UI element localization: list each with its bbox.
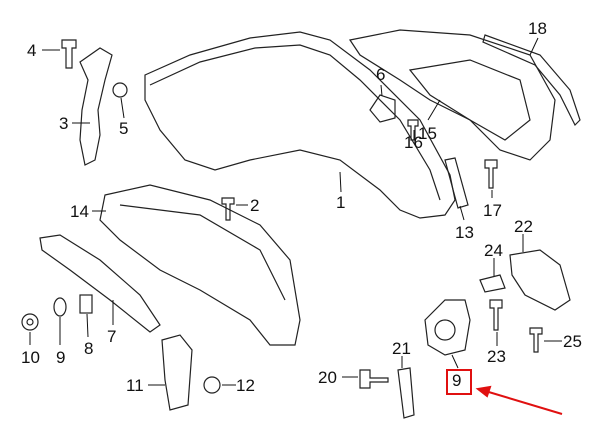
callout-14: 14 <box>70 202 89 221</box>
callout-25: 25 <box>563 332 582 351</box>
sensor-housing-opening <box>434 319 456 341</box>
callout-20: 20 <box>318 368 337 387</box>
bumper-cover-edge <box>149 44 441 201</box>
clip-24-part <box>479 274 506 293</box>
highlight-box <box>446 369 472 395</box>
callout-17: 17 <box>483 201 502 220</box>
impact-absorber-part <box>99 184 301 346</box>
nut-10-part <box>21 313 39 331</box>
callout-11: 11 <box>126 376 144 395</box>
leader-lines <box>29 37 562 386</box>
callout-24: 24 <box>484 241 503 260</box>
callout-9: 9 <box>56 348 66 367</box>
bracket-13-part <box>444 157 469 209</box>
cap-6-part <box>369 94 396 123</box>
screw-2-part <box>221 197 235 221</box>
bracket-21-part <box>397 367 415 419</box>
diffuser-part <box>349 29 556 161</box>
callout-2: 2 <box>250 196 260 215</box>
callout-8: 8 <box>84 339 94 358</box>
callout-15: 15 <box>418 124 437 143</box>
screw-23-part <box>489 299 503 331</box>
bolt-4-part <box>61 39 77 69</box>
nut-12-part <box>203 376 221 394</box>
callout-18: 18 <box>528 19 547 38</box>
callout-23: 23 <box>487 347 506 366</box>
trim-strip-part <box>482 34 581 127</box>
callout-22: 22 <box>514 217 533 236</box>
bracket-22-part <box>509 249 571 311</box>
clip-8-part <box>79 294 93 314</box>
diffuser-inner <box>408 59 531 141</box>
screw-17-part <box>484 159 498 189</box>
callout-21: 21 <box>392 339 411 358</box>
callout-16: 16 <box>404 133 423 152</box>
callout-3: 3 <box>59 114 69 133</box>
side-bracket-part <box>79 47 113 166</box>
callout-1: 1 <box>336 193 346 212</box>
bumper-cover-part <box>144 31 456 219</box>
clip-5-part <box>112 82 128 98</box>
washer-9-part <box>53 297 67 317</box>
callout-5: 5 <box>119 119 129 138</box>
callout-10: 10 <box>21 348 40 367</box>
rivet-25-part <box>529 327 543 353</box>
highlight-arrow-icon <box>475 385 563 415</box>
callout-12: 12 <box>236 376 255 395</box>
bracket-11-part <box>161 334 193 411</box>
nut-10-hole <box>26 318 34 326</box>
callout-13: 13 <box>455 223 474 242</box>
screw-16-part <box>407 119 419 141</box>
guide-strip-part <box>39 234 161 333</box>
sensor-housing-part <box>424 299 471 356</box>
callout-6: 6 <box>376 65 386 84</box>
callout-4: 4 <box>27 41 37 60</box>
screw-20-part <box>359 369 389 389</box>
callout-9-highlighted: 9 <box>452 371 462 390</box>
impact-absorber-rib <box>119 204 286 301</box>
callout-7: 7 <box>107 327 117 346</box>
